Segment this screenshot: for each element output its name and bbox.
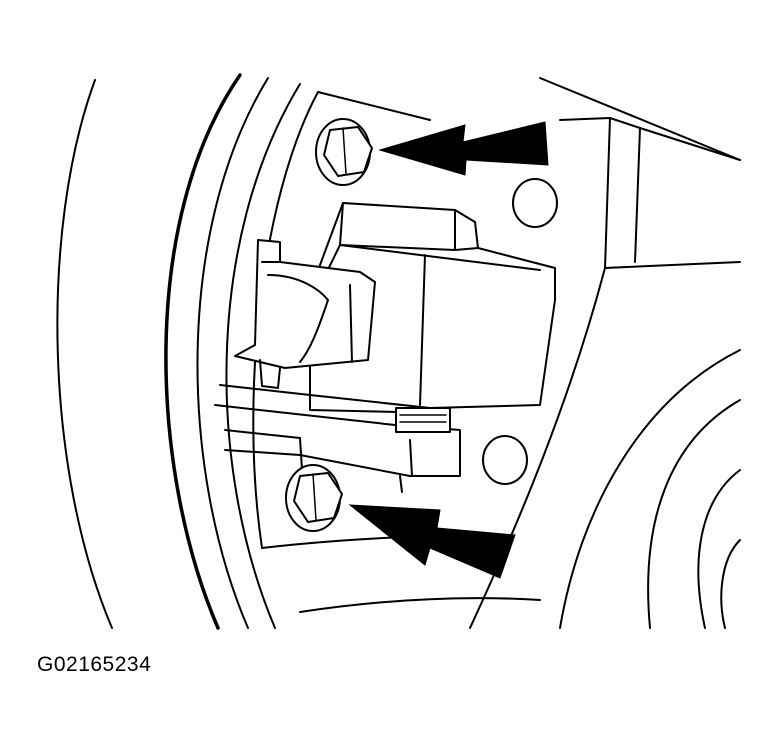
mounting-hole — [512, 178, 558, 228]
connector-clip — [234, 239, 376, 389]
hub-outline — [559, 349, 741, 629]
upper-bolt — [315, 118, 373, 186]
lower-bolt — [285, 464, 343, 532]
drum-outline — [56, 73, 301, 630]
bolt-location-illustration — [56, 73, 741, 630]
lower-rails — [214, 384, 461, 493]
arrow-icon — [348, 504, 516, 579]
figure-code: G02165234 — [37, 653, 152, 676]
mounting-hole — [482, 435, 528, 485]
arrow-icon — [378, 121, 549, 176]
